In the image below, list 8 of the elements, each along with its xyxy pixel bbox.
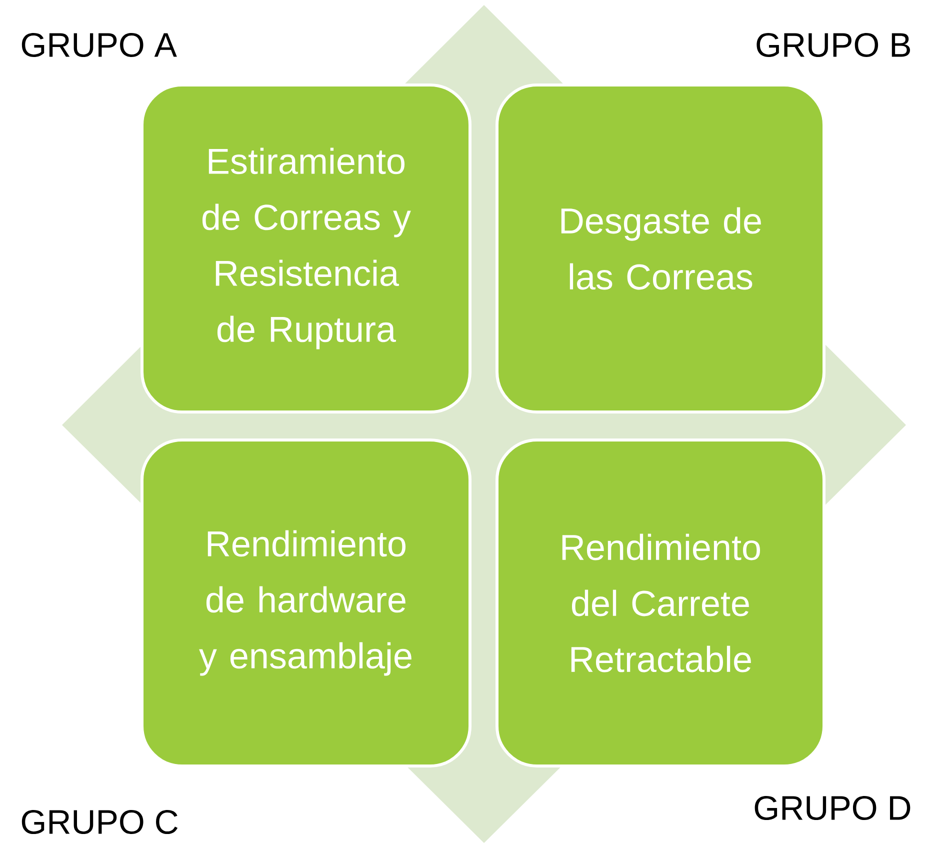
group-label: GRUPO B [756,32,910,58]
rounded-box: Estiramiento de Correas y Resistencia de Ruptura [140,83,472,414]
group-label: GRUPO C [22,810,178,834]
rounded-box: Rendimiento del Carrete Retractable [496,438,826,768]
group-label: GRUPO A [22,32,177,58]
rounded-box: Rendimiento de hardware y ensamblaje [140,438,472,768]
group-label: GRUPO D [754,796,910,820]
rounded-box: Desgaste de las Correas [496,83,826,414]
